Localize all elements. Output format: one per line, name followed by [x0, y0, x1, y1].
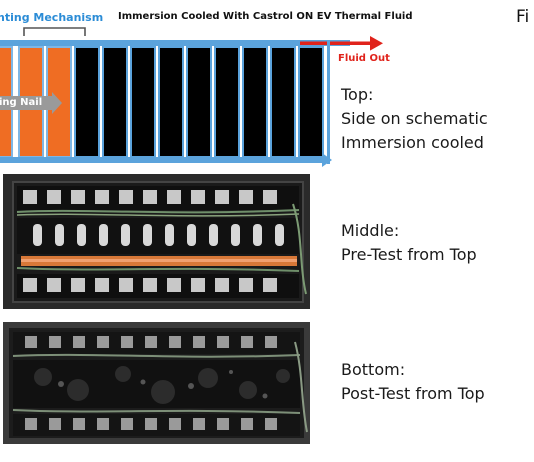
caption-top-line-3: Immersion cooled: [341, 133, 484, 152]
right-wall: [327, 40, 330, 164]
black-cell-7: [270, 46, 296, 158]
top-coolant-bar: [0, 40, 350, 46]
mechanism-label: nting Mechanism: [0, 11, 104, 24]
caption-middle-line-1: Middle:: [341, 221, 400, 240]
black-cell-5: [214, 46, 240, 158]
black-cell-8: [298, 46, 324, 158]
caption-bottom-line-1: Bottom:: [341, 360, 406, 379]
immersion-label: Immersion Cooled With Castrol ON EV Ther…: [118, 11, 413, 22]
black-cell-2: [130, 46, 156, 158]
caption-bottom-line-2: Post-Test from Top: [341, 384, 485, 403]
black-cell-3: [158, 46, 184, 158]
post-test-photo: [3, 322, 310, 444]
mechanism-bracket: [23, 27, 86, 36]
post-test-battery-module-icon: [3, 322, 310, 444]
fluid-out-arrowhead: [370, 36, 383, 51]
caption-middle-line-2: Pre-Test from Top: [341, 245, 477, 264]
black-cells: [74, 46, 324, 158]
nail-label: ing Nail: [0, 97, 43, 108]
caption-top-line-1: Top:: [341, 85, 374, 104]
caption-top: Top: Side on schematic Immersion cooled: [341, 83, 488, 155]
black-cell-0: [74, 46, 100, 158]
immersion-schematic: [0, 27, 383, 167]
pre-test-battery-module-icon: [3, 174, 310, 309]
caption-middle: Middle: Pre-Test from Top: [341, 219, 477, 267]
bottom-flow-arrowhead: [322, 153, 332, 167]
pre-test-photo: [3, 174, 310, 309]
corner-text: Fi: [516, 7, 530, 27]
fluid-out-line: [300, 41, 372, 45]
black-cell-4: [186, 46, 212, 158]
caption-top-line-2: Side on schematic: [341, 109, 488, 128]
fluid-out-label: Fluid Out: [338, 53, 390, 64]
caption-bottom: Bottom: Post-Test from Top: [341, 358, 485, 406]
black-cell-6: [242, 46, 268, 158]
nail-arrow-icon: [0, 92, 62, 114]
bottom-coolant-bar: [0, 157, 325, 163]
black-cell-1: [102, 46, 128, 158]
